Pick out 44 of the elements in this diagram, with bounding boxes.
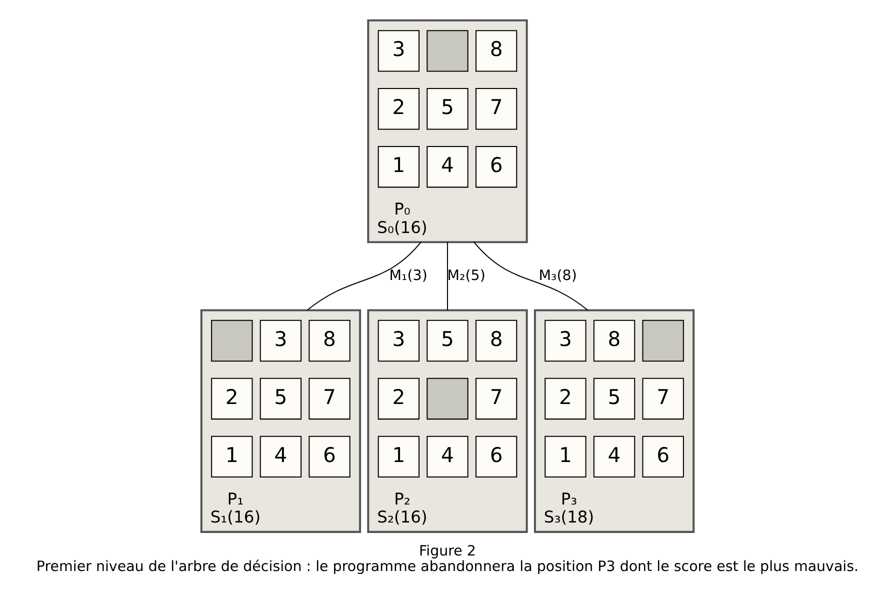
node-box: 4	[260, 436, 302, 478]
node-box: 3	[378, 30, 420, 72]
node-box	[426, 30, 468, 72]
node-box: 1	[378, 146, 420, 188]
node-box: 8	[308, 320, 350, 362]
node-box: 8	[475, 320, 518, 362]
node-box: 8	[475, 30, 518, 72]
node-box: 6	[642, 436, 684, 478]
node-box: 7	[642, 378, 684, 420]
node-box: 6	[475, 146, 518, 188]
node-box: 5	[426, 320, 468, 362]
node-box: 3	[260, 320, 302, 362]
node-box: 8	[593, 320, 636, 362]
node-box: 1	[378, 436, 420, 478]
node-box: 1	[211, 436, 253, 478]
edge-label: M₃(8)	[538, 268, 577, 284]
node-box	[426, 378, 468, 420]
node-box: 5	[426, 88, 468, 130]
node-box: 4	[593, 436, 636, 478]
caption: Premier niveau de l'arbre de décision : le programme abandonnera la position P3 dont le score est le plus mauvais.	[36, 558, 859, 575]
node-box: 5	[593, 378, 636, 420]
node-box: 7	[308, 378, 350, 420]
connector	[474, 242, 588, 311]
node-box: 5	[260, 378, 302, 420]
node-box: 4	[426, 146, 468, 188]
node-box: 1	[544, 436, 586, 478]
node-box	[211, 320, 253, 362]
node-box: 7	[475, 88, 518, 130]
node-box: 6	[308, 436, 350, 478]
node-box: 3	[378, 320, 420, 362]
edge-label: M₁(3)	[389, 268, 428, 284]
node-box: 2	[544, 378, 586, 420]
edge-label: M₂(5)	[447, 268, 486, 284]
node-box: 7	[475, 378, 518, 420]
diagram-title: Figure 2	[419, 544, 476, 560]
node-box: 2	[378, 88, 420, 130]
node-box	[642, 320, 684, 362]
connector	[447, 242, 448, 310]
node-box: 6	[475, 436, 518, 478]
node-box: 2	[378, 378, 420, 420]
node-box: 3	[544, 320, 586, 362]
connector	[306, 242, 422, 311]
node-box: 4	[426, 436, 468, 478]
node-box: 2	[211, 378, 253, 420]
